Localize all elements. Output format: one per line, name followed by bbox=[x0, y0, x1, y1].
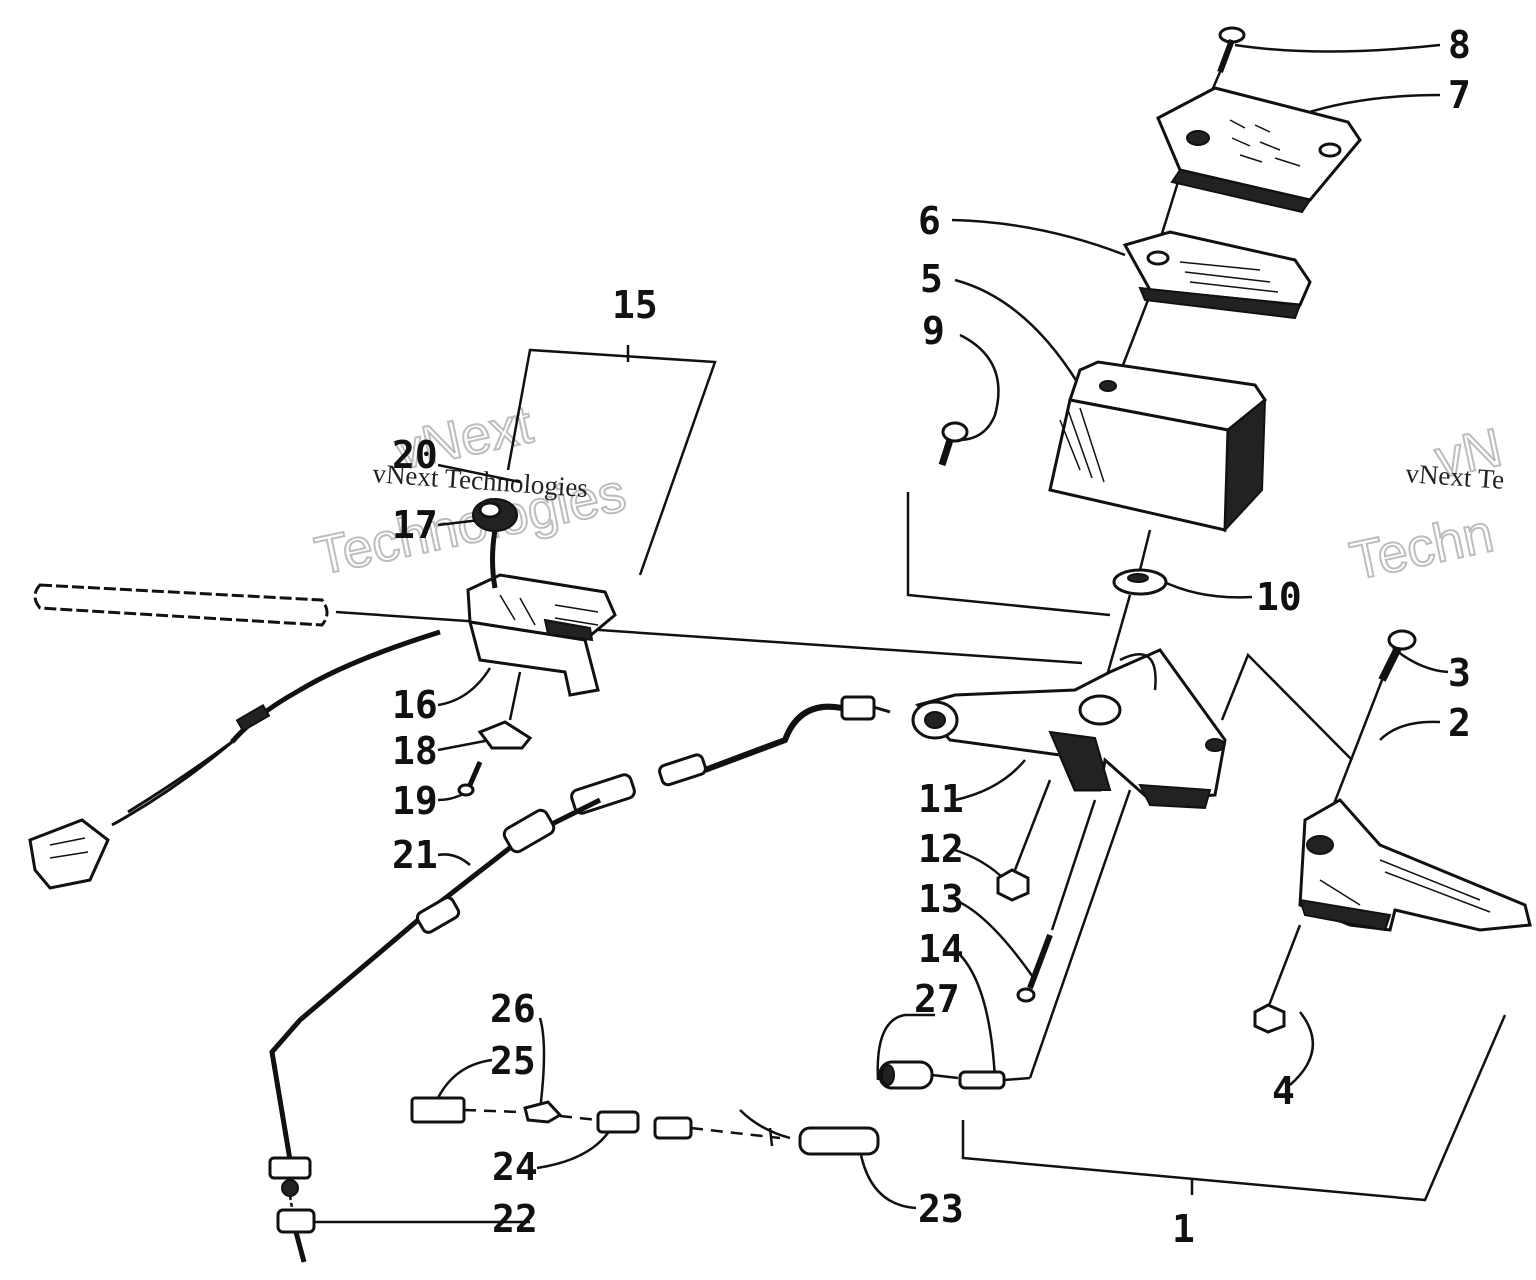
part-screw-13 bbox=[1016, 933, 1053, 1003]
part-bolt-9 bbox=[938, 421, 969, 467]
callout-9: 9 bbox=[922, 309, 945, 353]
callout-2: 2 bbox=[1448, 701, 1471, 745]
callout-1: 1 bbox=[1172, 1207, 1195, 1251]
part-master-cylinder-11 bbox=[911, 648, 1227, 810]
part-banjo-22 bbox=[268, 1156, 316, 1263]
callout-18: 18 bbox=[392, 729, 438, 773]
watermark-small-partial: vNext Te bbox=[1405, 458, 1506, 495]
part-sleeve-24 bbox=[596, 1110, 693, 1140]
part-clamp-18 bbox=[477, 720, 533, 750]
callout-8: 8 bbox=[1448, 23, 1471, 67]
callout-10: 10 bbox=[1256, 575, 1302, 619]
callout-17: 17 bbox=[392, 503, 438, 547]
watermark-big-partial-1: vN bbox=[1430, 417, 1507, 489]
part-bolt-3 bbox=[1318, 629, 1417, 841]
callout-21: 21 bbox=[392, 833, 438, 877]
callout-23: 23 bbox=[918, 1187, 964, 1231]
part-reservoir-5 bbox=[1048, 360, 1268, 533]
callout-13: 13 bbox=[918, 877, 964, 921]
part-connector-23 bbox=[739, 1109, 880, 1156]
part-boot-27 bbox=[878, 1060, 934, 1090]
callout-4: 4 bbox=[1272, 1069, 1295, 1113]
assembly-brackets bbox=[335, 345, 1507, 1202]
part-switch-14 bbox=[958, 1070, 1031, 1090]
watermark-left: vNext Technologies vNext Technologies bbox=[309, 393, 632, 587]
part-handlebar bbox=[33, 583, 329, 627]
part-clip-26 bbox=[523, 1100, 563, 1124]
callout-19: 19 bbox=[392, 779, 438, 823]
watermark-right: vN Techn vNext Te bbox=[1344, 416, 1508, 592]
callout-22: 22 bbox=[492, 1197, 538, 1241]
part-screw-8 bbox=[1193, 26, 1246, 131]
part-wire-harness bbox=[28, 629, 441, 890]
callout-16: 16 bbox=[392, 683, 438, 727]
part-nut-4 bbox=[1253, 1003, 1286, 1034]
callout-15: 15 bbox=[612, 283, 658, 327]
part-brake-hose-21 bbox=[269, 695, 891, 1161]
callout-26: 26 bbox=[490, 987, 536, 1031]
callout-27: 27 bbox=[914, 977, 960, 1021]
leader-lines bbox=[315, 43, 1449, 1224]
part-screw-19 bbox=[457, 761, 483, 797]
part-diaphragm-6 bbox=[1122, 230, 1312, 320]
callout-14: 14 bbox=[918, 927, 964, 971]
part-switch-17 bbox=[472, 498, 518, 532]
callout-11: 11 bbox=[918, 777, 964, 821]
callout-25: 25 bbox=[490, 1039, 536, 1083]
callout-5: 5 bbox=[920, 257, 943, 301]
callout-3: 3 bbox=[1448, 651, 1471, 695]
part-cover-7 bbox=[1156, 86, 1362, 214]
callout-24: 24 bbox=[492, 1145, 538, 1189]
part-nut-12 bbox=[996, 868, 1030, 902]
callout-7: 7 bbox=[1448, 73, 1471, 117]
callout-labels: 8 7 6 5 9 10 3 2 4 1 11 12 13 14 27 15 2… bbox=[392, 23, 1471, 1251]
callout-6: 6 bbox=[918, 199, 941, 243]
watermark-big-partial-2: Techn bbox=[1345, 503, 1498, 592]
part-switch-housing-16 bbox=[466, 573, 617, 697]
callout-12: 12 bbox=[918, 827, 964, 871]
part-terminal-25 bbox=[410, 1096, 466, 1124]
part-washer-10 bbox=[1112, 568, 1168, 596]
callout-20: 20 bbox=[392, 433, 438, 477]
part-lever-2 bbox=[1298, 798, 1532, 932]
